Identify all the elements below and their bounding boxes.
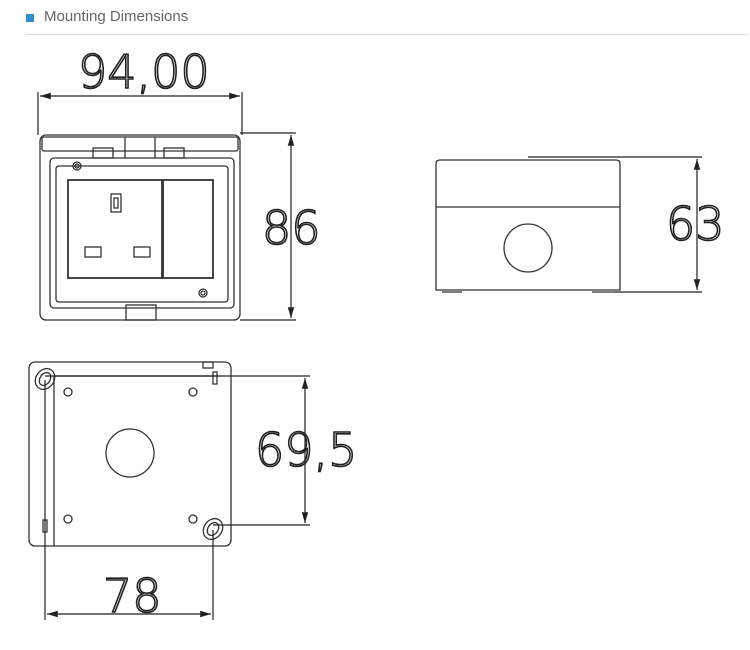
side-height-label: 63 bbox=[666, 197, 725, 251]
back-horizontal-label: 78 bbox=[103, 569, 162, 623]
back-vertical-label: 69,5 bbox=[255, 423, 357, 477]
section-title: Mounting Dimensions bbox=[44, 8, 189, 25]
section-header: Mounting Dimensions bbox=[26, 8, 748, 35]
side-height-dimension bbox=[528, 156, 702, 293]
front-width-label: 94,00 bbox=[78, 45, 210, 99]
section-bullet-icon bbox=[26, 14, 34, 22]
side-view bbox=[435, 159, 621, 293]
back-view bbox=[28, 361, 232, 547]
back-vertical-dimension bbox=[45, 375, 310, 526]
back-horizontal-dimension bbox=[44, 380, 214, 620]
front-height-dimension bbox=[240, 132, 296, 321]
front-height-label: 86 bbox=[262, 201, 321, 255]
front-view bbox=[39, 134, 241, 321]
front-width-dimension bbox=[37, 92, 243, 135]
